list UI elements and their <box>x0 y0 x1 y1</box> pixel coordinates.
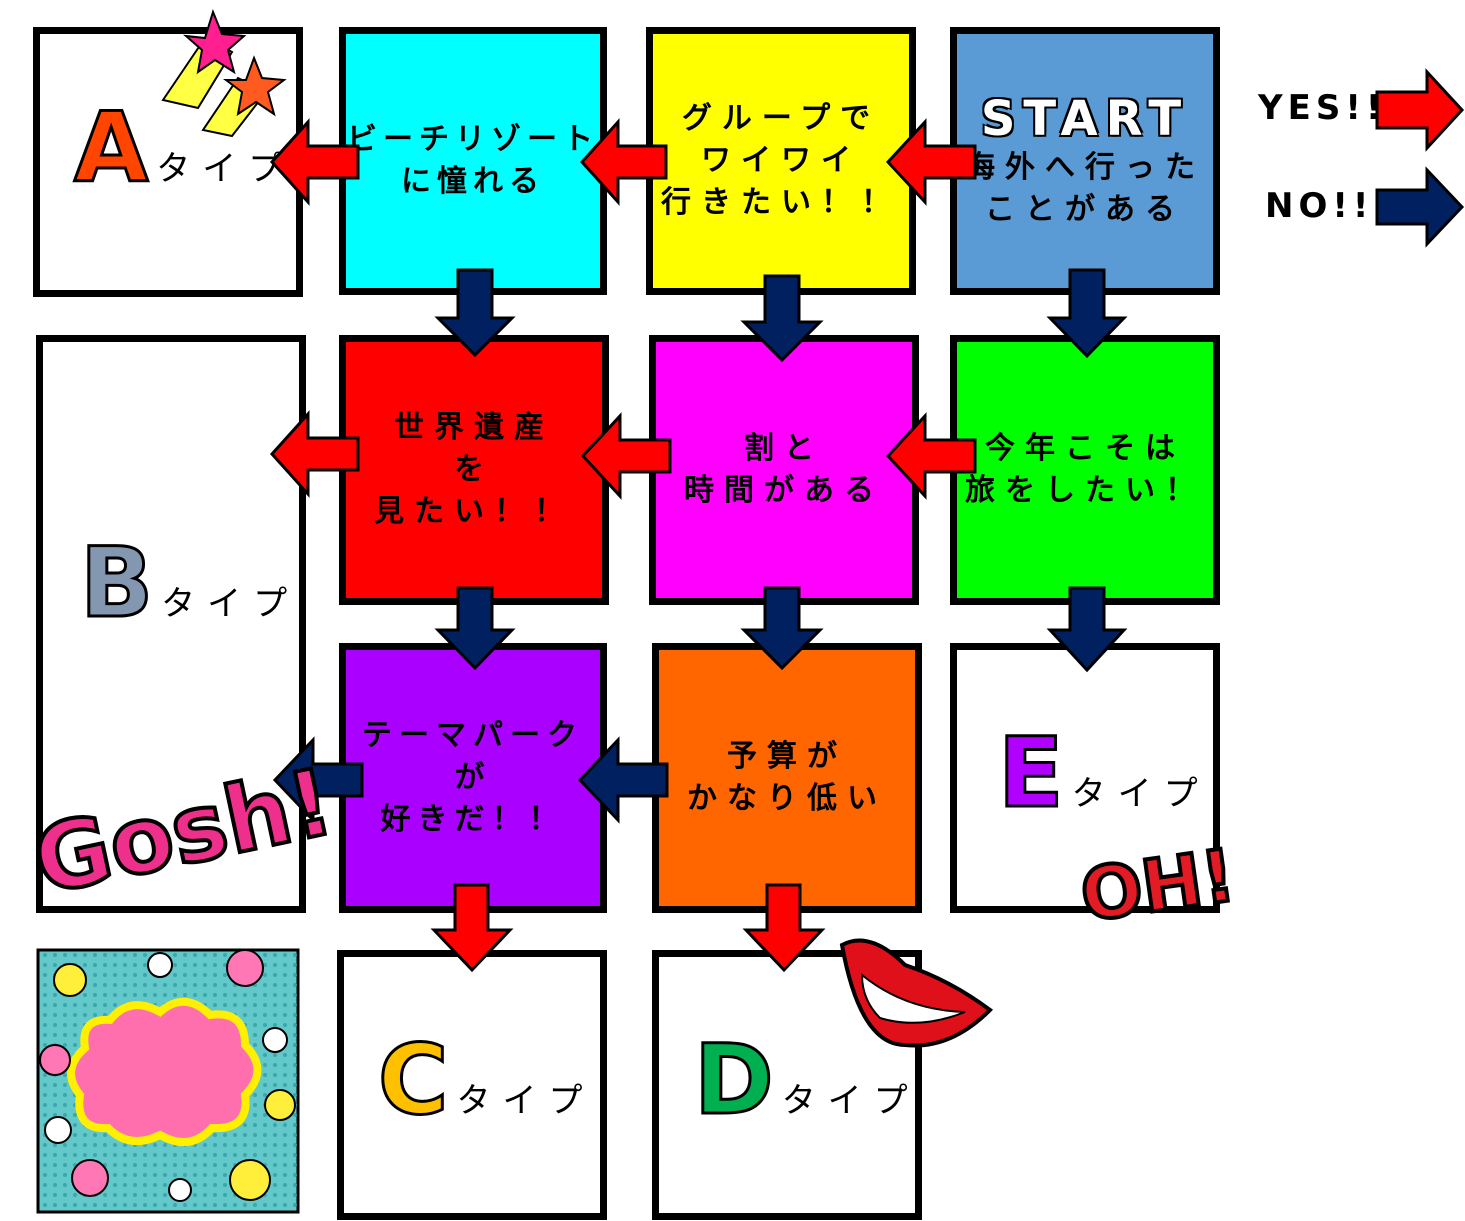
result-a-letter: A <box>72 92 149 204</box>
legend-yes-label: YES!! <box>1258 88 1387 128</box>
yes-arrow-heritage-to-b <box>269 410 360 498</box>
no-arrow-beach-down <box>434 268 516 358</box>
lips-sticker <box>839 938 994 1048</box>
no-arrow-start-down <box>1046 268 1128 359</box>
no-arrow-heritage-down <box>434 586 516 671</box>
start-question: 海外へ行った ことがある <box>965 150 1205 227</box>
question-themepark: テーマパーク が 好きだ！！ <box>339 643 607 913</box>
gosh-sticker-text: Gosh! <box>25 748 342 915</box>
result-b-suffix: タイプ <box>161 584 300 624</box>
question-group-text: グループで ワイワイ 行きたい！！ <box>661 101 901 220</box>
yes-arrow-start-to-group <box>885 118 977 206</box>
result-c-label: C タイプ <box>376 1024 595 1136</box>
gosh-sticker: Gosh! <box>23 746 344 917</box>
result-d-letter: D <box>693 1024 776 1136</box>
result-e-label: E タイプ <box>997 717 1210 829</box>
no-arrow-themepark-to-b <box>272 736 364 824</box>
question-beach-text: ビーチリゾート に憧れる <box>347 122 599 199</box>
oh-sticker-text: OH! <box>1076 833 1241 938</box>
yes-arrow-beach-to-a <box>269 118 360 206</box>
result-b-label: B タイプ <box>78 527 300 639</box>
result-d-suffix: タイプ <box>781 1081 920 1121</box>
comic-burst-panel <box>36 948 300 1214</box>
question-budget: 予算が かなり低い <box>652 643 922 913</box>
result-c-suffix: タイプ <box>456 1081 595 1121</box>
yes-arrow-time-to-heritage <box>580 412 672 500</box>
question-budget-text: 予算が かなり低い <box>687 739 887 816</box>
question-thisyear-text: 今年こそは 旅をしたい！ <box>965 431 1205 508</box>
yes-arrow-group-to-beach <box>579 118 668 206</box>
question-heritage-text: 世界遺産 を 見たい！！ <box>374 410 574 529</box>
no-arrow-budget-to-themepark <box>577 736 669 824</box>
result-b-box <box>36 335 306 913</box>
start-title: START <box>980 91 1190 147</box>
question-themepark-text: テーマパーク が 好きだ！！ <box>362 718 584 837</box>
result-a-suffix: タイプ <box>156 149 295 189</box>
result-e-letter: E <box>997 717 1066 829</box>
yes-arrow-budget-to-d <box>742 883 826 973</box>
no-arrow-thisyear-down <box>1046 586 1128 673</box>
result-a-label: A タイプ <box>72 92 295 204</box>
yes-arrow-thisyear-to-time <box>885 412 977 500</box>
result-d-label: D タイプ <box>693 1024 920 1136</box>
no-arrow-group-down <box>740 274 824 363</box>
result-b-letter: B <box>78 527 154 639</box>
legend-no-arrow <box>1375 166 1465 248</box>
question-time-text: 割と 時間がある <box>684 431 884 508</box>
legend-yes-arrow <box>1375 68 1465 152</box>
yes-arrow-themepark-to-c <box>430 883 514 973</box>
result-c-letter: C <box>376 1024 449 1136</box>
start-box: START 海外へ行った ことがある <box>950 27 1220 295</box>
legend-no-label: NO!! <box>1265 186 1374 226</box>
no-arrow-time-down <box>740 586 824 671</box>
result-e-suffix: タイプ <box>1071 774 1210 814</box>
shooting-stars-sticker <box>161 9 287 138</box>
oh-sticker: OH! <box>1074 831 1243 940</box>
